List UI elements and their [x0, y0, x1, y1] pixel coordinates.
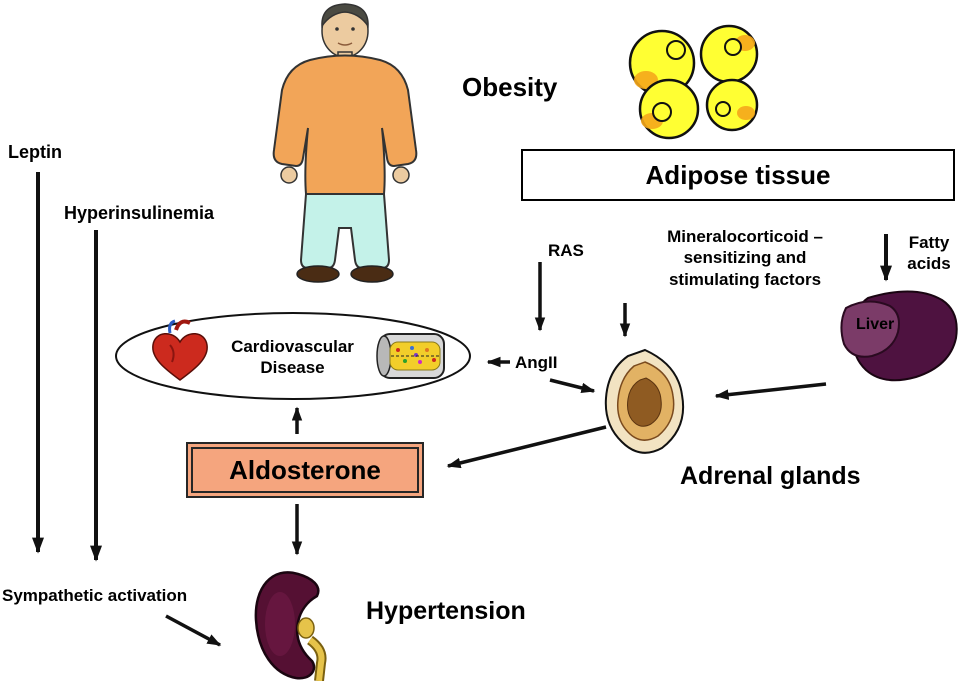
adipose-tissue-label: Adipose tissue: [645, 159, 831, 190]
mineralocorticoid-line2: sensitizing and: [683, 248, 807, 268]
liver-icon: [840, 290, 958, 382]
mineralocorticoid-line3: stimulating factors: [668, 269, 822, 289]
cardiovascular-disease-label: Cardiovascular Disease: [205, 336, 380, 379]
arrow-angii-to-adrenal: [549, 378, 596, 394]
liver-label: Liver: [856, 316, 895, 333]
fatty-acids-line2: acids: [907, 254, 951, 274]
aldosterone-label: Aldosterone: [229, 454, 381, 485]
mineralocorticoid-line1: Mineralocorticoid –: [667, 227, 823, 246]
arrow-adrenal-to-aldosterone: [446, 425, 607, 469]
leptin-label: Leptin: [8, 142, 62, 162]
hyperinsulinemia-label: Hyperinsulinemia: [64, 203, 215, 223]
adrenal-glands-label: Adrenal glands: [680, 462, 861, 490]
angii-label: AngII: [515, 353, 558, 372]
artery-icon: [376, 333, 445, 379]
heart-icon: [152, 319, 208, 381]
arrow-sympathetic-to-kidney: [165, 614, 222, 647]
adipose-tissue-box: Adipose tissue: [521, 149, 955, 201]
obese-person-figure: [272, 3, 418, 283]
cardiovascular-ellipse: [115, 312, 471, 400]
cardiovascular-line1: Cardiovascular: [231, 337, 354, 356]
aldosterone-box: Aldosterone: [186, 442, 424, 498]
hypertension-label: Hypertension: [366, 597, 526, 625]
adrenal-gland-icon: [604, 348, 684, 454]
mineralocorticoid-label: Mineralocorticoid – sensitizing and stim…: [628, 226, 862, 290]
sympathetic-activation-label: Sympathetic activation: [2, 586, 188, 605]
fatty-acids-line1: Fatty: [908, 233, 950, 252]
fatty-acids-label: Fatty acids: [900, 232, 958, 275]
ras-label: RAS: [548, 241, 584, 260]
arrows-layer: [32, 172, 892, 647]
arrow-liver-to-adrenal: [714, 382, 827, 400]
obesity-label: Obesity: [462, 72, 558, 102]
kidney-icon: [254, 571, 327, 681]
cardiovascular-line2: Disease: [260, 358, 325, 378]
adipocyte-cells-icon: [628, 24, 759, 140]
